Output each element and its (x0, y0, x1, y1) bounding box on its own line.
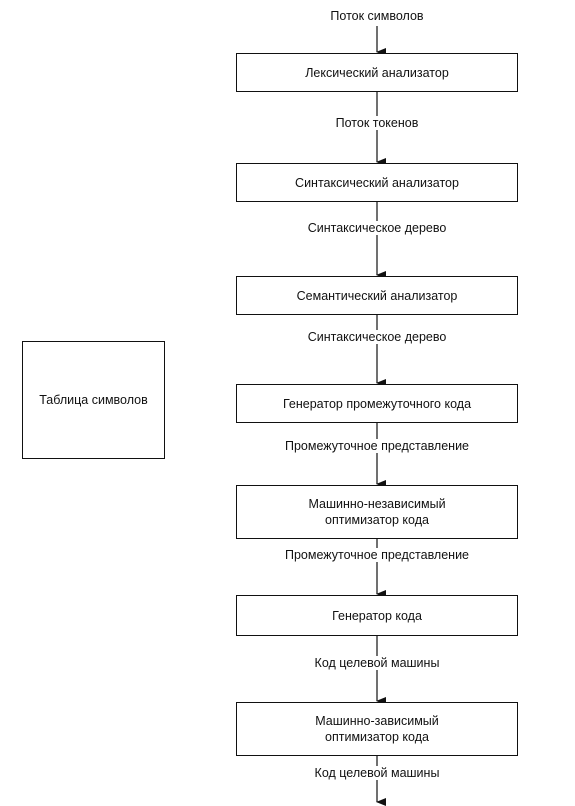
flow-label-1: Поток символов (236, 9, 518, 23)
stage-lexical-analyzer: Лексический анализатор (236, 53, 518, 92)
flow-label-7: Код целевой машины (236, 656, 518, 670)
flow-label-8: Код целевой машины (236, 766, 518, 780)
symbol-table-box: Таблица символов (22, 341, 165, 459)
stage-code-generator: Генератор кода (236, 595, 518, 636)
flow-label-3: Синтаксическое дерево (236, 221, 518, 235)
stage-machine-independent-optimizer: Машинно-независимый оптимизатор кода (236, 485, 518, 539)
flow-label-4: Синтаксическое дерево (236, 330, 518, 344)
flow-label-2: Поток токенов (236, 116, 518, 130)
flow-label-6: Промежуточное представление (236, 548, 518, 562)
stage-semantic-analyzer: Семантический анализатор (236, 276, 518, 315)
stage-machine-dependent-optimizer: Машинно-зависимый оптимизатор кода (236, 702, 518, 756)
flow-label-5: Промежуточное представление (236, 439, 518, 453)
stage-syntax-analyzer: Синтаксический анализатор (236, 163, 518, 202)
stage-intermediate-code-generator: Генератор промежуточного кода (236, 384, 518, 423)
